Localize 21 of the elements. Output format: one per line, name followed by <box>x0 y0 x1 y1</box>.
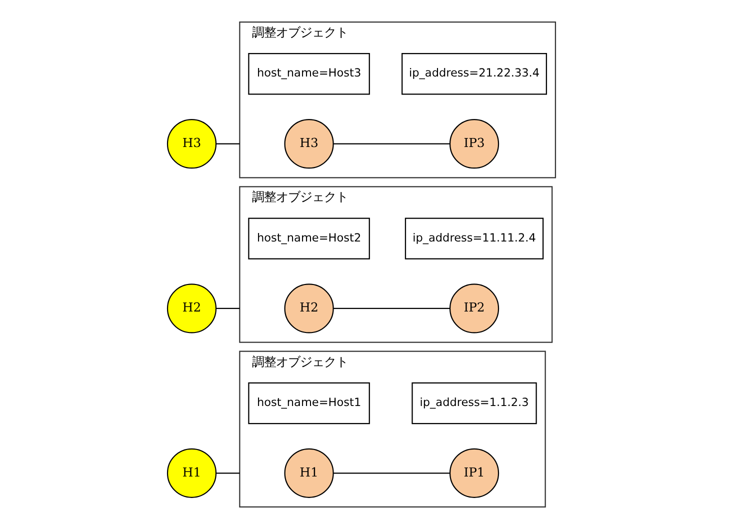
node-box: host_name=Host2 <box>248 218 370 260</box>
node-circle: IP2 <box>449 284 500 334</box>
connector <box>216 143 240 144</box>
connector <box>216 472 240 474</box>
connector <box>334 308 450 310</box>
node-box: host_name=Host3 <box>248 53 370 95</box>
node-circle: IP3 <box>449 119 500 169</box>
node-circle: H3 <box>284 119 334 169</box>
node-box: ip_address=21.22.33.4 <box>402 53 548 95</box>
connector <box>334 472 450 474</box>
connector <box>334 143 450 144</box>
node-box: ip_address=1.1.2.3 <box>412 382 537 424</box>
node-circle: H2 <box>166 284 217 334</box>
node-box: host_name=Host1 <box>248 382 370 424</box>
node-circle: H2 <box>284 284 334 334</box>
connector <box>216 308 240 310</box>
node-circle: H1 <box>166 448 217 498</box>
node-circle: H3 <box>166 119 217 169</box>
node-box: ip_address=11.11.2.4 <box>404 218 544 260</box>
node-circle: IP1 <box>449 448 500 498</box>
node-circle: H1 <box>284 448 334 498</box>
